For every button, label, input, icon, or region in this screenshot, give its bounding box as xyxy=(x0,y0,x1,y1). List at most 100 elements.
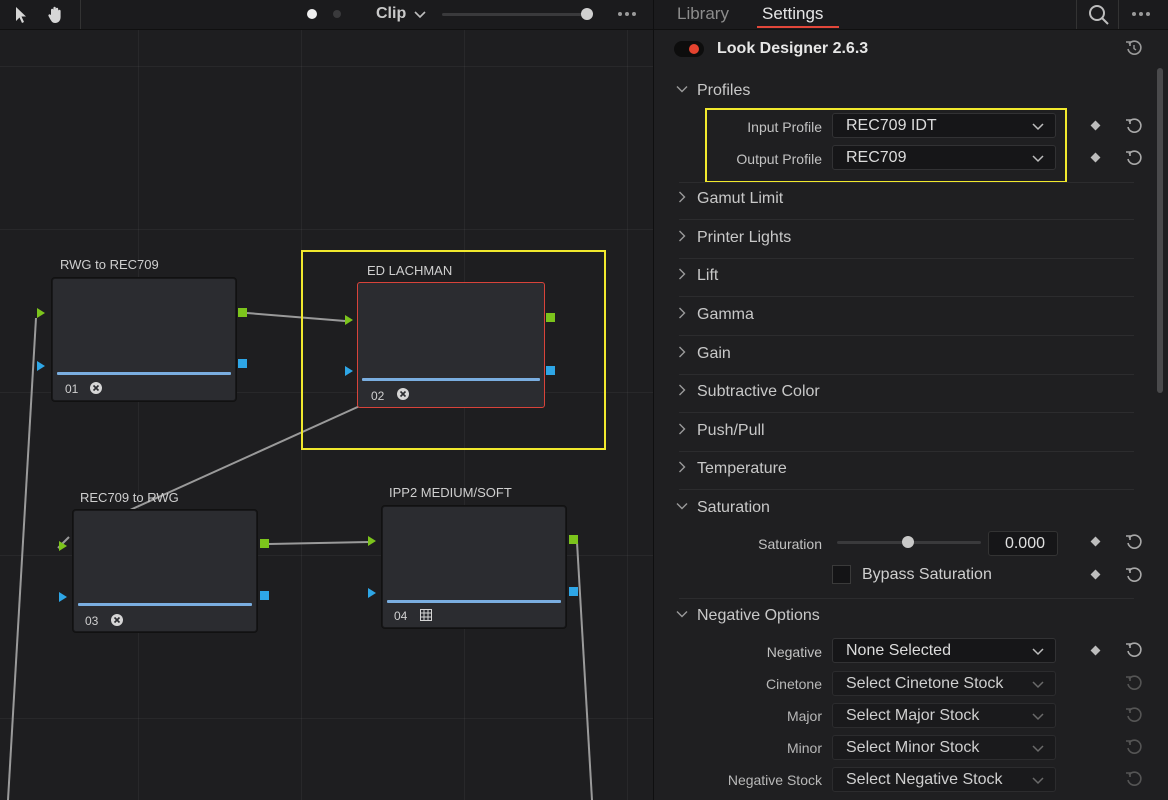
reset-all-icon[interactable] xyxy=(1125,39,1143,57)
dropdown-value: Select Major Stock xyxy=(846,707,980,724)
cinetone-label: Cinetone xyxy=(765,676,822,692)
reset-icon[interactable] xyxy=(1125,641,1143,659)
section-temperature[interactable]: Temperature xyxy=(676,460,787,478)
highlight-box xyxy=(301,250,606,450)
section-saturation[interactable]: Saturation xyxy=(676,499,770,517)
node-03[interactable]: 03 xyxy=(73,510,257,632)
panel-scrollbar[interactable] xyxy=(1157,68,1163,393)
chevron-down-icon[interactable] xyxy=(414,6,426,27)
rgb-input-pin[interactable] xyxy=(59,541,67,551)
section-title: Lift xyxy=(697,267,719,284)
reset-icon[interactable] xyxy=(1125,533,1143,551)
keyframe-diamond-icon[interactable] xyxy=(1090,536,1101,547)
cinetone-dropdown[interactable]: Select Cinetone Stock xyxy=(832,671,1056,696)
panel-tabs: Library Settings xyxy=(654,0,1168,30)
rgb-input-pin[interactable] xyxy=(345,315,353,325)
more-options-icon[interactable] xyxy=(618,12,636,16)
clip-mode-label[interactable]: Clip xyxy=(376,5,407,22)
section-title: Printer Lights xyxy=(697,229,792,246)
wire-04-output xyxy=(576,541,593,800)
section-title: Negative Options xyxy=(697,607,820,624)
zoom-slider[interactable] xyxy=(442,13,588,16)
section-subtractive-color[interactable]: Subtractive Color xyxy=(676,383,820,401)
node-number: 04 xyxy=(394,609,408,623)
dropdown-value: REC709 xyxy=(846,149,907,166)
more-options-icon[interactable] xyxy=(1132,12,1150,16)
alpha-output-pin[interactable] xyxy=(546,366,555,375)
grid-icon xyxy=(420,609,432,621)
rgb-output-pin[interactable] xyxy=(569,535,578,544)
node-editor[interactable]: Clip RWG to REC709 01 ED LACHMAN 02 REC7… xyxy=(0,0,653,800)
section-gamut-limit[interactable]: Gamut Limit xyxy=(676,190,783,208)
node-connections xyxy=(7,312,593,800)
effect-icon xyxy=(111,614,123,626)
section-title: Push/Pull xyxy=(697,422,765,439)
section-lift[interactable]: Lift xyxy=(676,267,718,285)
minor-dropdown[interactable]: Select Minor Stock xyxy=(832,735,1056,760)
page-dot[interactable] xyxy=(333,10,341,18)
effect-enable-toggle[interactable] xyxy=(674,41,704,57)
alpha-output-pin[interactable] xyxy=(238,359,247,368)
reset-icon[interactable] xyxy=(1125,674,1143,692)
section-gamma[interactable]: Gamma xyxy=(676,306,754,324)
section-gain[interactable]: Gain xyxy=(676,345,731,363)
rgb-output-pin[interactable] xyxy=(238,308,247,317)
reset-icon[interactable] xyxy=(1125,149,1143,167)
reset-icon[interactable] xyxy=(1125,770,1143,788)
effect-icon xyxy=(90,382,102,394)
rgb-output-pin[interactable] xyxy=(546,313,555,322)
major-dropdown[interactable]: Select Major Stock xyxy=(832,703,1056,728)
output-profile-dropdown[interactable]: REC709 xyxy=(832,145,1056,170)
pointer-tool-icon[interactable] xyxy=(10,4,32,26)
keyframe-diamond-icon[interactable] xyxy=(1090,645,1101,656)
tab-settings[interactable]: Settings xyxy=(762,4,824,23)
rgb-output-pin[interactable] xyxy=(260,539,269,548)
alpha-input-pin[interactable] xyxy=(37,361,45,371)
rgb-input-pin[interactable] xyxy=(368,536,376,546)
node-number: 01 xyxy=(65,382,79,396)
saturation-value-field[interactable]: 0.000 xyxy=(988,531,1058,556)
section-title: Gamma xyxy=(697,306,754,323)
node-01[interactable]: 01 xyxy=(52,278,236,401)
tab-library[interactable]: Library xyxy=(677,4,729,23)
alpha-input-pin[interactable] xyxy=(59,592,67,602)
rgb-input-pin[interactable] xyxy=(37,308,45,318)
section-push-pull[interactable]: Push/Pull xyxy=(676,422,765,440)
node-04[interactable]: 04 xyxy=(382,506,566,628)
chevron-down-icon xyxy=(1032,155,1044,163)
section-printer-lights[interactable]: Printer Lights xyxy=(676,229,791,247)
zoom-slider-thumb[interactable] xyxy=(581,8,593,20)
wire-03-04 xyxy=(268,541,370,545)
bypass-saturation-checkbox[interactable] xyxy=(832,565,851,584)
reset-icon[interactable] xyxy=(1125,566,1143,584)
reset-icon[interactable] xyxy=(1125,706,1143,724)
node-label: IPP2 MEDIUM/SOFT xyxy=(389,485,512,500)
keyframe-diamond-icon[interactable] xyxy=(1090,120,1101,131)
section-profiles-header[interactable]: Profiles xyxy=(676,82,750,100)
node-label: REC709 to RWG xyxy=(80,490,179,505)
alpha-output-pin[interactable] xyxy=(569,587,578,596)
input-profile-dropdown[interactable]: REC709 IDT xyxy=(832,113,1056,138)
node-progress-bar xyxy=(57,372,231,375)
keyframe-diamond-icon[interactable] xyxy=(1090,569,1101,580)
page-dot-active[interactable] xyxy=(307,9,317,19)
chevron-down-icon xyxy=(1032,713,1044,721)
saturation-slider-thumb[interactable] xyxy=(902,536,914,548)
hand-tool-icon[interactable] xyxy=(45,4,67,26)
negative-dropdown[interactable]: None Selected xyxy=(832,638,1056,663)
chevron-right-icon xyxy=(679,230,686,242)
alpha-input-pin[interactable] xyxy=(368,588,376,598)
alpha-input-pin[interactable] xyxy=(345,366,353,376)
keyframe-diamond-icon[interactable] xyxy=(1090,152,1101,163)
search-icon[interactable] xyxy=(1088,4,1110,26)
reset-icon[interactable] xyxy=(1125,117,1143,135)
chevron-right-icon xyxy=(679,461,686,473)
output-profile-label: Output Profile xyxy=(736,151,822,167)
node-02-selected[interactable]: 02 xyxy=(357,282,545,408)
reset-icon[interactable] xyxy=(1125,738,1143,756)
negative-stock-dropdown[interactable]: Select Negative Stock xyxy=(832,767,1056,792)
section-negative-options[interactable]: Negative Options xyxy=(676,607,820,625)
effect-title: Look Designer 2.6.3 xyxy=(717,40,869,57)
alpha-output-pin[interactable] xyxy=(260,591,269,600)
chevron-right-icon xyxy=(679,307,686,319)
